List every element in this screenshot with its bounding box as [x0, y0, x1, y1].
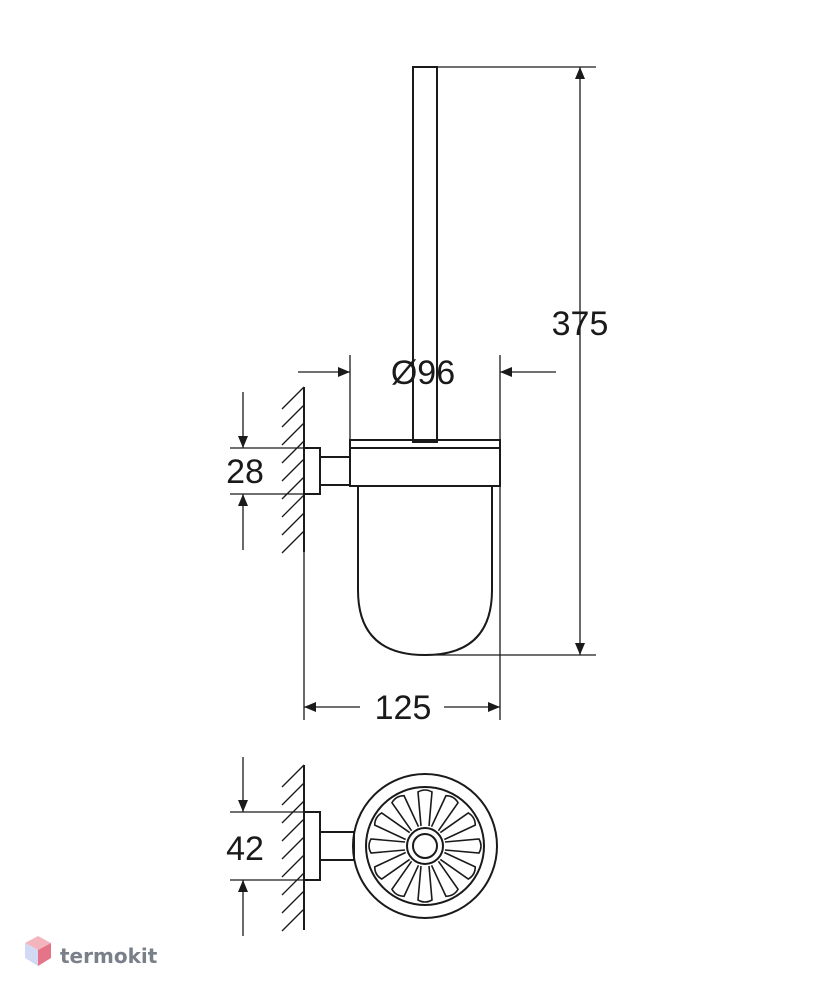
wall-top: [281, 764, 305, 932]
top-view: [230, 757, 498, 936]
side-view: [230, 66, 596, 720]
watermark-text: termokit: [60, 944, 158, 968]
dimension-height-label: 375: [552, 305, 609, 343]
wall-side: [281, 386, 305, 554]
holder-cup: [349, 439, 501, 657]
extension-lines: [230, 66, 596, 720]
brush-head-top: [352, 773, 498, 919]
dimension-diameter-label: Ø96: [391, 354, 455, 392]
watermark: termokit: [25, 936, 158, 968]
watermark-logo-icon: [25, 936, 51, 966]
wall-bracket-top: [303, 811, 355, 881]
wall-bracket-side: [303, 447, 351, 495]
brush-handle: [412, 66, 438, 443]
dimension-mount-bottom-label: 42: [226, 830, 264, 868]
dimension-mount-side-label: 28: [226, 453, 264, 491]
dimension-projection-label: 125: [375, 689, 432, 727]
